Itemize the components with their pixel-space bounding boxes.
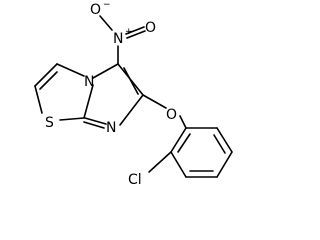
bond-oxide-n: [99, 15, 113, 31]
bond-ar5-ar6: [170, 151, 187, 178]
bond-c5-n4: [92, 63, 119, 79]
atom-oxide-o: O: [90, 2, 101, 18]
bond-n7-c7a-a: [84, 117, 107, 125]
bond-n-o-double-a: [125, 26, 145, 35]
bond-n4-c3: [56, 63, 85, 77]
molecule-structure: O − N + O N O S N Cl: [34, 0, 233, 188]
bond-c2-s: [34, 85, 43, 114]
bond-ar6-ar1: [170, 127, 187, 153]
atom-chloro: Cl: [128, 172, 142, 188]
bond-c3-c2-b: [39, 71, 58, 90]
bond-ar2-ar3: [216, 127, 233, 153]
bond-n7-c7a-b: [83, 121, 105, 129]
structure-canvas: O − N + O N O S N Cl: [34, 0, 233, 188]
bond-c5-c6-b: [123, 67, 139, 95]
bond-ar2-ar3-inner: [213, 134, 226, 154]
atom-nitro-n: N: [113, 31, 123, 47]
atom-thiazole-s: S: [45, 115, 54, 131]
atom-imine-n: N: [106, 120, 116, 136]
bond-c6-o: [142, 94, 167, 109]
bonds: [34, 15, 233, 178]
bond-c6-n7: [119, 94, 144, 126]
bond-c7a-n4: [83, 84, 94, 119]
bond-n-o-double-b: [126, 30, 146, 39]
bond-ar6-ar1-inner: [177, 133, 191, 153]
atom-nitro-plus: +: [125, 27, 133, 37]
bond-s-c7a: [59, 117, 85, 121]
bond-o-aryl: [179, 115, 187, 129]
atom-labels: O − N + O N O S N Cl: [45, 0, 177, 188]
atom-ether-o: O: [166, 107, 177, 123]
atom-nitro-o: O: [145, 20, 156, 36]
atom-oxide-minus: −: [103, 0, 111, 10]
bond-ar6-cl: [148, 151, 172, 173]
atom-ring-n: N: [84, 74, 94, 90]
bond-ar3-ar4: [216, 151, 233, 178]
bond-c3-c2-a: [34, 63, 58, 87]
